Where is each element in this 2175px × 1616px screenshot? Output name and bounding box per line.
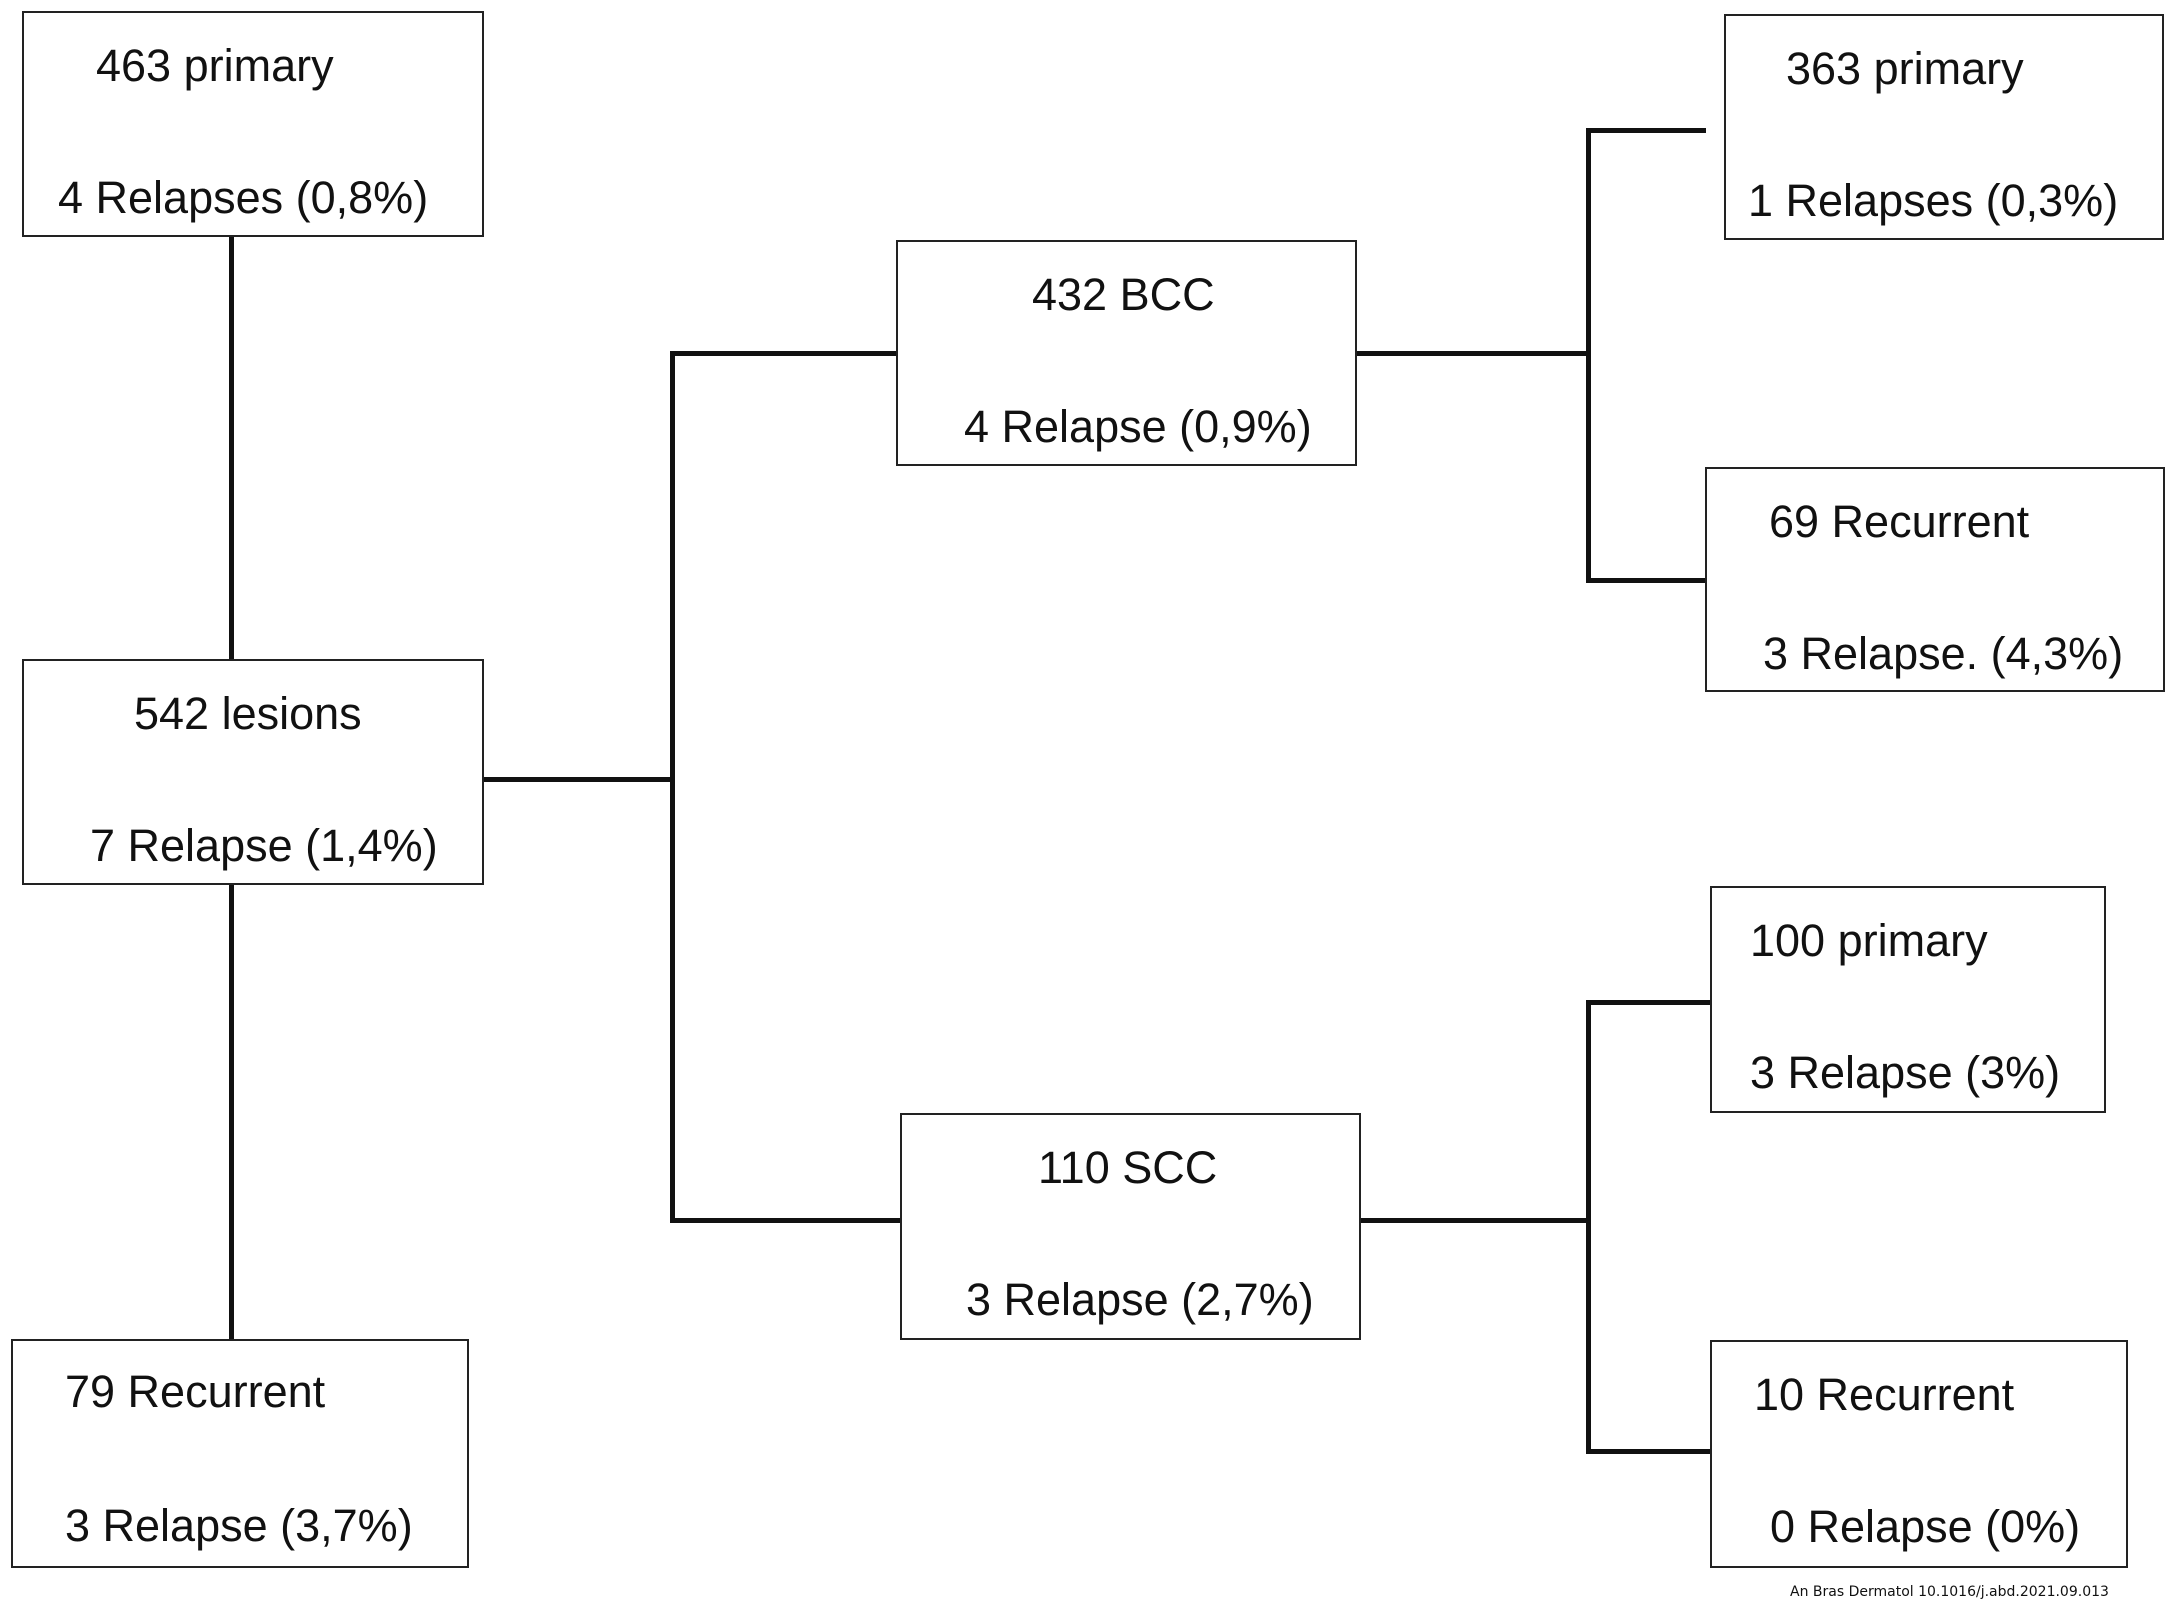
node-count: 110 SCC — [1038, 1142, 1218, 1193]
node-relapse: 7 Relapse (1,4%) — [90, 820, 438, 871]
node-relapse: 4 Relapses (0,8%) — [58, 172, 429, 223]
node-count: 542 lesions — [134, 688, 362, 739]
node-total-lesions: 542 lesions 7 Relapse (1,4%) — [22, 659, 484, 885]
connector-bcc-recurrent — [1586, 578, 1707, 583]
node-relapse: 1 Relapses (0,3%) — [1748, 175, 2119, 226]
node-bcc-recurrent: 69 Recurrent 3 Relapse. (4,3%) — [1705, 467, 2165, 692]
connector-primary-total — [229, 237, 234, 661]
node-bcc-primary: 363 primary 1 Relapses (0,3%) — [1724, 14, 2164, 240]
node-relapse: 3 Relapse (2,7%) — [966, 1274, 1314, 1325]
node-scc: 110 SCC 3 Relapse (2,7%) — [900, 1113, 1361, 1340]
connector-scc-primary — [1586, 1000, 1712, 1005]
connector-bcc-vertical — [1586, 128, 1591, 583]
node-count: 432 BCC — [1032, 269, 1215, 320]
connector-total-trunk — [484, 777, 674, 782]
connector-scc-split — [1361, 1218, 1589, 1223]
node-overall-primary: 463 primary 4 Relapses (0,8%) — [22, 11, 484, 237]
connector-scc-vertical — [1586, 1000, 1591, 1454]
node-relapse: 0 Relapse (0%) — [1770, 1501, 2081, 1552]
node-relapse: 4 Relapse (0,9%) — [964, 401, 1312, 452]
node-scc-recurrent: 10 Recurrent 0 Relapse (0%) — [1710, 1340, 2128, 1568]
connector-trunk-vertical — [670, 351, 675, 1223]
connector-scc-recurrent — [1586, 1449, 1712, 1454]
node-count: 79 Recurrent — [65, 1366, 326, 1417]
node-scc-primary: 100 primary 3 Relapse (3%) — [1710, 886, 2106, 1113]
connector-bcc-split — [1357, 351, 1589, 356]
node-relapse: 3 Relapse (3%) — [1750, 1047, 2061, 1098]
node-count: 10 Recurrent — [1754, 1369, 2015, 1420]
figure-credit: An Bras Dermatol 10.1016/j.abd.2021.09.0… — [1790, 1584, 2109, 1600]
node-count: 69 Recurrent — [1769, 496, 2030, 547]
node-relapse: 3 Relapse. (4,3%) — [1763, 628, 2124, 679]
connector-trunk-scc — [670, 1218, 902, 1223]
node-overall-recurrent: 79 Recurrent 3 Relapse (3,7%) — [11, 1339, 469, 1568]
connector-trunk-bcc — [670, 351, 898, 356]
node-bcc: 432 BCC 4 Relapse (0,9%) — [896, 240, 1357, 466]
node-count: 100 primary — [1750, 915, 1988, 966]
node-count: 363 primary — [1786, 43, 2024, 94]
node-relapse: 3 Relapse (3,7%) — [65, 1500, 413, 1551]
connector-total-recurrent — [229, 885, 234, 1341]
connector-bcc-primary — [1586, 128, 1706, 133]
node-count: 463 primary — [96, 40, 334, 91]
